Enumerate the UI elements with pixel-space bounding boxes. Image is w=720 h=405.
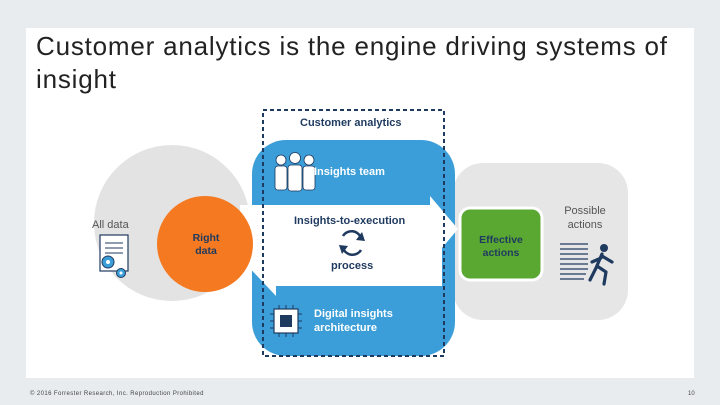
people-icon (274, 152, 316, 192)
page-number: 10 (688, 391, 695, 397)
insights-to-execution-label: Insights-to-execution (294, 215, 406, 227)
process-label: process (331, 260, 374, 272)
running-person-icon (560, 243, 614, 286)
digital-insights-label: Digital insights architecture (314, 308, 393, 334)
customer-analytics-label: Customer analytics (300, 117, 402, 129)
customer-analytics-outline (262, 109, 445, 357)
right-data-label: Right data (192, 232, 220, 257)
slide-title: Customer analytics is the engine driving… (36, 31, 668, 94)
all-data-label: All data (92, 219, 129, 231)
cycle-icon (339, 229, 365, 257)
effective-actions-label: Effective actions (479, 234, 523, 259)
right-data-circle (157, 196, 253, 292)
feedback-arrow (244, 227, 442, 296)
effective-actions-box (458, 206, 544, 282)
insights-team-label: Insights team (314, 166, 385, 178)
document-gear-icon (99, 234, 129, 278)
chip-icon (270, 305, 302, 337)
copyright-footer: © 2016 Forrester Research, Inc. Reproduc… (30, 391, 204, 397)
possible-actions-label: Possible actions (564, 205, 606, 231)
